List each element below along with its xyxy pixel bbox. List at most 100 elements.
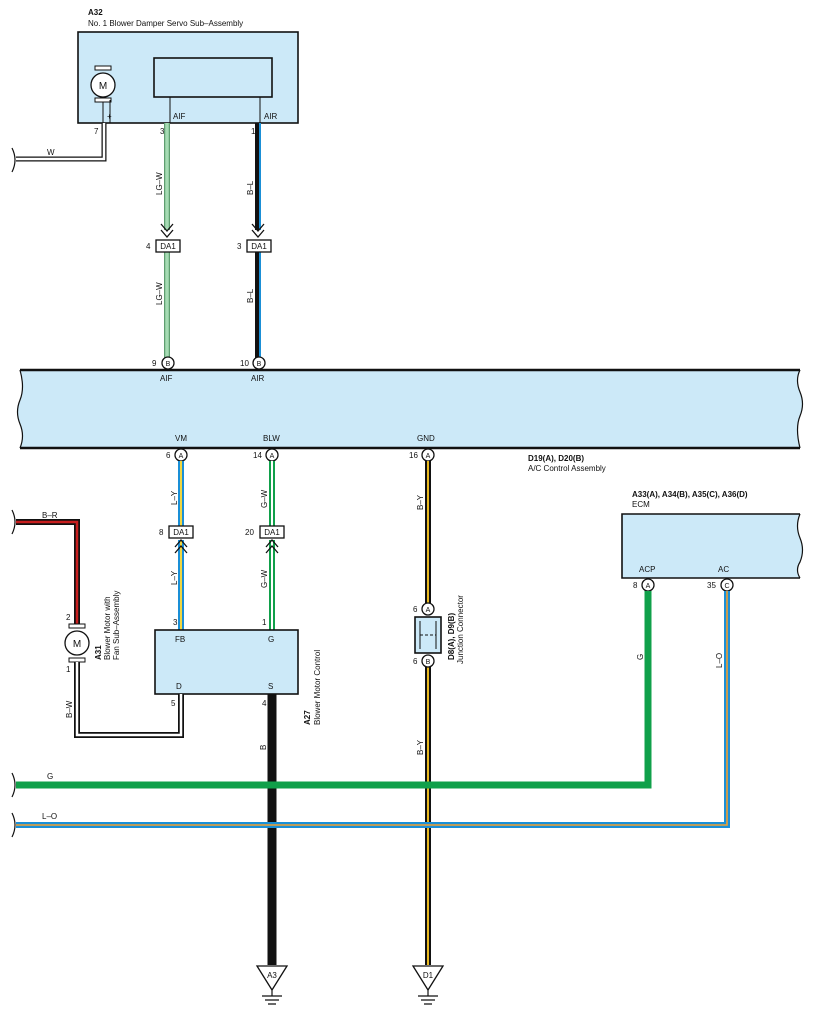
a27-box	[154, 629, 299, 695]
svg-text:DA1: DA1	[160, 242, 176, 251]
ground-icon	[411, 965, 445, 992]
junction-connector: A 6 B 6 D8(A), D9(B) Junction Connector	[413, 595, 465, 668]
a27-g-label: G	[268, 635, 274, 644]
g-label-right: G	[636, 654, 645, 660]
ac-air-label: AIR	[251, 374, 265, 383]
b-r-label: B–R	[42, 511, 58, 520]
svg-text:B: B	[426, 659, 431, 666]
a32-air-label: AIR	[264, 112, 278, 121]
ac-pin-14: 14	[253, 451, 262, 460]
motor-icon	[64, 630, 90, 656]
a32-pin-3: 3	[160, 127, 165, 136]
b-l-label-lower: B–L	[246, 288, 255, 303]
a27-pin-3: 3	[173, 618, 178, 627]
ac-code: D19(A), D20(B)	[528, 454, 584, 463]
l-y-label-upper: L–Y	[170, 490, 179, 505]
a32-plus-label: +	[107, 112, 112, 121]
wire-g: G G	[11, 591, 652, 798]
a31-name-2: Fan Sub–Assembly	[112, 591, 121, 660]
junction-name: Junction Connector	[456, 595, 465, 664]
svg-text:DA1: DA1	[264, 528, 280, 537]
wire-l-o: L–O L–O	[11, 591, 730, 838]
ecm-pin-8: 8	[633, 581, 638, 590]
junction-pin-bottom: 6	[413, 657, 418, 666]
a27-fb-label: FB	[175, 635, 185, 644]
wire-break-icon	[11, 812, 16, 838]
ecm-ac-label: AC	[718, 565, 729, 574]
a32-pin-1: 1	[251, 127, 256, 136]
svg-text:A3: A3	[267, 971, 277, 980]
junction-code: D8(A), D9(B)	[447, 613, 456, 660]
b-l-label-upper: B–L	[246, 180, 255, 195]
svg-text:A: A	[179, 453, 184, 460]
b-w-label: B–W	[65, 700, 74, 718]
ac-pin-10: 10	[240, 359, 249, 368]
a31-code: A31	[94, 645, 103, 660]
a32-pin-7: 7	[94, 127, 99, 136]
wire-w: W	[11, 123, 107, 173]
da1-pin-8: 8	[159, 528, 164, 537]
svg-text:C: C	[724, 583, 729, 590]
b-label: B	[259, 745, 268, 750]
svg-text:DA1: DA1	[251, 242, 267, 251]
g-label-left: G	[47, 772, 53, 781]
ac-conn-b-aif	[161, 356, 175, 370]
da1-connector-blw: DA1 20	[245, 525, 285, 539]
svg-text:D1: D1	[423, 971, 434, 980]
ac-aif-label: AIF	[160, 374, 173, 383]
a32-code: A32	[88, 8, 103, 17]
wire-break-icon	[11, 147, 16, 173]
ecm-pin-35: 35	[707, 581, 716, 590]
junction-pin-top: 6	[413, 605, 418, 614]
a27-blower-motor-control: 3 1 FB G D S 5 4 A27 Blower Motor Contro…	[154, 618, 322, 725]
a27-pin-5: 5	[171, 699, 176, 708]
ac-pin-9: 9	[152, 359, 157, 368]
ac-control-assembly: B B 9 10 AIF AIR VM BLW GND A A A 6 14 1…	[16, 356, 804, 473]
wire-b-l: B–L B–L	[246, 123, 265, 360]
connector-arrow-icon	[160, 223, 174, 238]
ground-icon	[255, 965, 289, 992]
a32-servo-component: A32 No. 1 Blower Damper Servo Sub–Assemb…	[77, 8, 299, 136]
a31-blower-motor: 2 M 1 A31 Blower Motor with Fan Sub–Asse…	[64, 591, 121, 674]
ecm-acp-label: ACP	[639, 565, 655, 574]
a32-motor-icon: M	[90, 65, 116, 103]
ac-vm-label: VM	[175, 434, 187, 443]
lg-w-label-lower: LG–W	[155, 282, 164, 305]
connector-arrow-icon	[265, 539, 279, 554]
wire-w-label: W	[47, 148, 55, 157]
wire-b-w: B–W	[65, 662, 184, 738]
da1-pin-20: 20	[245, 528, 254, 537]
ground-d1: D1	[411, 965, 445, 1005]
a31-pin-2: 2	[66, 613, 71, 622]
wire-l-y: L–Y L–Y	[170, 461, 188, 630]
ground-a3: A3	[255, 965, 289, 1005]
wire-b-r: B–R	[11, 509, 80, 625]
wire-g-w: G–W G–W	[260, 461, 279, 630]
a27-pin-4: 4	[262, 699, 267, 708]
wire-lg-w: LG–W LG–W	[155, 123, 174, 360]
connector-arrow-icon	[174, 539, 188, 554]
svg-text:DA1: DA1	[173, 528, 189, 537]
wire-b: B	[259, 694, 277, 965]
a31-name-1: Blower Motor with	[103, 596, 112, 660]
l-y-label-lower: L–Y	[170, 570, 179, 585]
ac-pin-16: 16	[409, 451, 418, 460]
ac-blw-label: BLW	[263, 434, 280, 443]
ecm-component: A33(A), A34(B), A35(C), A36(D) ECM ACP A…	[621, 490, 804, 592]
l-o-label-left: L–O	[42, 812, 57, 821]
svg-text:B: B	[257, 361, 262, 368]
a27-s-label: S	[268, 682, 273, 691]
a31-pin-1: 1	[66, 665, 71, 674]
da1-pin-4: 4	[146, 242, 151, 251]
svg-text:A: A	[270, 453, 275, 460]
svg-text:B: B	[166, 361, 171, 368]
a27-d-label: D	[176, 682, 182, 691]
da1-pin-3: 3	[237, 242, 242, 251]
b-y-label-upper: B–Y	[416, 494, 425, 510]
da1-connector-air: DA1 3	[237, 239, 272, 253]
connector-arrow-icon	[251, 223, 265, 238]
wire-break-icon	[11, 509, 16, 535]
da1-connector-aif: DA1 4	[146, 239, 181, 253]
svg-text:M: M	[99, 81, 107, 92]
